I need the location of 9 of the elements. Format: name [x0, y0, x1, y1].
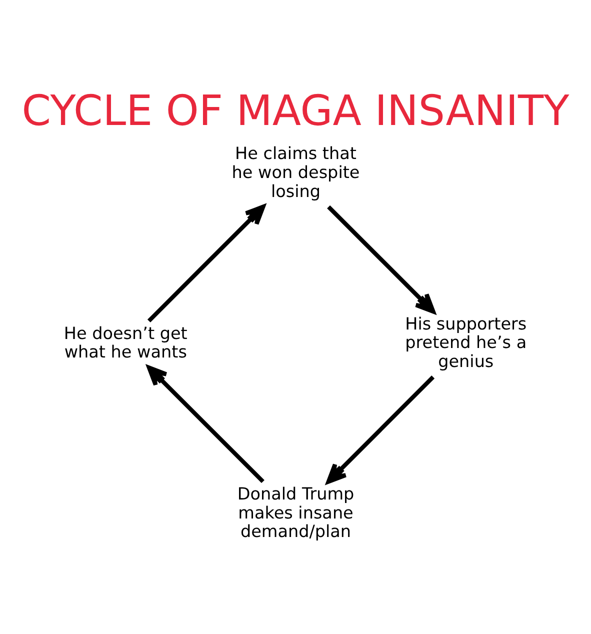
node-text: Donald Trump makes insane demand/plan [237, 483, 354, 542]
node-text: He claims that he won despite losing [232, 143, 360, 201]
node-text: He doesn’t get what he wants [64, 322, 188, 362]
arrow [146, 366, 264, 484]
diagram-title: CYCLE OF MAGA INSANITY [22, 86, 570, 135]
node-text: His supporters pretend he’s a genius [405, 313, 527, 372]
arrow [327, 205, 436, 314]
arrow [147, 204, 266, 322]
arrow [326, 376, 435, 484]
